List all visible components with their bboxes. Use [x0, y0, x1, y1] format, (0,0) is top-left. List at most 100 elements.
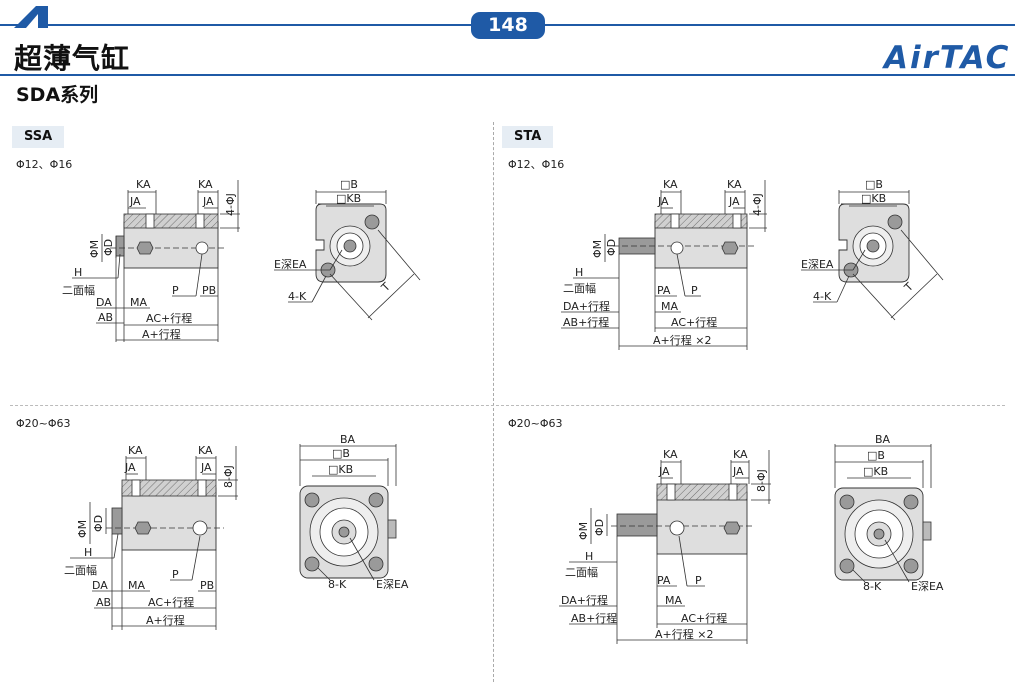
ssa-large-dim-8k: 8-K [328, 578, 347, 591]
sta-large-dim-p: P [695, 574, 702, 587]
ssa-small-dim-ka-right: KA [198, 178, 213, 191]
sta-small-size-label: Φ12、Φ16 [508, 158, 565, 171]
ssa-large-dim-ka-right: KA [198, 444, 213, 457]
ssa-small-dim-4k: 4-K [288, 290, 307, 303]
ssa-small-port-icon [195, 241, 209, 255]
ssa-large-size-label: Φ20~Φ63 [16, 417, 71, 430]
sta-small-drawing: KA KA JA JA 4-ΦJ ΦM ΦD H 二面幅 DA+行程 AB+行程… [561, 178, 944, 350]
sta-small-dim-ma: MA [661, 300, 678, 313]
sta-small-dim-4k: 4-K [813, 290, 832, 303]
ssa-large-dim-ac: AC+行程 [148, 596, 194, 609]
ssa-small-rod-end [115, 235, 125, 257]
ssa-large-dim-ba: BA [340, 433, 356, 446]
sta-large-dim-b: □B [867, 449, 885, 462]
ssa-small-dim-flats: 二面幅 [62, 284, 95, 297]
sta-small-dim-ja-left: JA [657, 195, 669, 208]
ssa-small-dim-ja-left: JA [129, 195, 141, 208]
ssa-large-cylinder-body [121, 487, 217, 551]
horizontal-divider [10, 405, 1005, 406]
ssa-large-bolt-icon [304, 492, 320, 508]
ssa-large-dim-ea: E深EA [376, 578, 409, 591]
sta-large-size-label: Φ20~Φ63 [508, 417, 563, 430]
sta-large-dim-ja-right: JA [732, 465, 744, 478]
ssa-small-dim-m: ΦM [88, 240, 101, 258]
ssa-large-drawing: KA KA JA JA 8-ΦJ ΦM ΦD H 二面幅 DA AB MA P … [64, 433, 409, 630]
sta-small-dim-da2: DA+行程 [563, 300, 610, 313]
sta-large-dim-ab2: AB+行程 [571, 612, 617, 625]
ssa-small-dim-p: P [172, 284, 179, 297]
ssa-large-dim-da: DA [92, 579, 108, 592]
ssa-small-dim-h: H [74, 266, 82, 279]
ssa-small-dim-ka-left: KA [136, 178, 151, 191]
ssa-large-dim-ja-left: JA [124, 461, 136, 474]
sta-small-dim-4j: 4-ΦJ [751, 193, 764, 216]
sta-large-dim-ba: BA [875, 433, 891, 446]
sta-large-bolt-icon [839, 494, 855, 510]
section-tag-ssa: SSA [12, 126, 65, 148]
ssa-large-rod-end [111, 507, 123, 535]
ssa-large-dim-b: □B [332, 447, 350, 460]
ssa-large-rod-icon [338, 526, 350, 538]
ssa-small-dim-t: T [378, 280, 393, 295]
section-tag-sta: STA [502, 126, 554, 148]
sta-small-dim-flats: 二面幅 [563, 282, 596, 295]
sta-large-dim-kb: □KB [863, 465, 888, 478]
sta-large-dim-a2: A+行程 ×2 [655, 628, 713, 641]
ssa-large-dim-ja-right: JA [200, 461, 212, 474]
page-title: 超薄气缸 [14, 42, 131, 75]
sta-large-dim-ja-left: JA [658, 465, 670, 478]
sta-small-dim-ea: E深EA [801, 258, 834, 271]
sta-small-dim-ka-right: KA [727, 178, 742, 191]
ssa-small-dim-d: ΦD [102, 239, 115, 256]
sta-large-rod [616, 513, 658, 537]
ssa-large-port-icon [192, 520, 208, 536]
ssa-small-dim-b: □B [340, 178, 358, 191]
sta-large-dim-ea: E深EA [911, 580, 944, 593]
sta-large-dim-pa: PA [657, 574, 671, 587]
ssa-small-dim-pb: PB [202, 284, 216, 297]
sta-large-dim-d: ΦD [593, 519, 606, 536]
sta-small-dim-ka-left: KA [663, 178, 678, 191]
ssa-small-rod-icon [343, 239, 357, 253]
sta-small-dim-a2: A+行程 ×2 [653, 334, 711, 347]
sta-small-dim-m: ΦM [591, 240, 604, 258]
sta-large-dim-h: H [585, 550, 593, 563]
ssa-large-dim-kb: □KB [328, 463, 353, 476]
sta-large-dim-8k: 8-K [863, 580, 882, 593]
sta-small-dim-h: H [575, 266, 583, 279]
corner-logo-icon [14, 6, 48, 28]
sta-small-dim-pa: PA [657, 284, 671, 297]
ssa-large-dim-ma: MA [128, 579, 145, 592]
ssa-large-dim-d: ΦD [92, 515, 105, 532]
ssa-large-dim-h: H [84, 546, 92, 559]
sta-small-bolt-icon [887, 214, 903, 230]
sta-large-dim-ac: AC+行程 [681, 612, 727, 625]
ssa-small-dim-da: DA [96, 296, 112, 309]
sta-small-dim-ja-right: JA [728, 195, 740, 208]
ssa-small-rod-nut-icon [136, 241, 154, 255]
ssa-small-size-label: Φ12、Φ16 [16, 158, 73, 171]
sta-small-dim-ac: AC+行程 [671, 316, 717, 329]
ssa-large-rod-nut-icon [134, 521, 152, 535]
sta-small-rod-icon [866, 239, 880, 253]
sta-small-rod-nut-icon [721, 241, 739, 255]
ssa-large-dim-ka-left: KA [128, 444, 143, 457]
ssa-small-dim-a: A+行程 [142, 328, 181, 341]
sta-small-dim-kb: □KB [861, 192, 886, 205]
sta-large-dim-flats: 二面幅 [565, 566, 598, 579]
ssa-large-dim-m: ΦM [76, 520, 89, 538]
sta-large-dim-8j: 8-ΦJ [755, 469, 768, 492]
ssa-large-dim-p: P [172, 568, 179, 581]
sta-large-drawing: KA KA JA JA 8-ΦJ ΦM ΦD H 二面幅 PA P DA+行程 … [559, 433, 944, 644]
sta-large-port-icon [669, 520, 685, 536]
ssa-large-dim-a: A+行程 [146, 614, 185, 627]
ssa-large-dim-pb: PB [200, 579, 214, 592]
sta-small-dim-d: ΦD [605, 239, 618, 256]
ssa-small-drawing: KA KA JA JA 4-ΦJ ΦM ΦD H 二面幅 DA AB MA P … [62, 178, 421, 342]
ssa-small-dim-kb: □KB [336, 192, 361, 205]
sta-small-dim-ab2: AB+行程 [563, 316, 609, 329]
ssa-small-dim-ab: AB [98, 311, 113, 324]
sta-small-dim-b: □B [865, 178, 883, 191]
ssa-small-dim-ac: AC+行程 [146, 312, 192, 325]
brand-logo: AirTAC [884, 40, 1011, 76]
